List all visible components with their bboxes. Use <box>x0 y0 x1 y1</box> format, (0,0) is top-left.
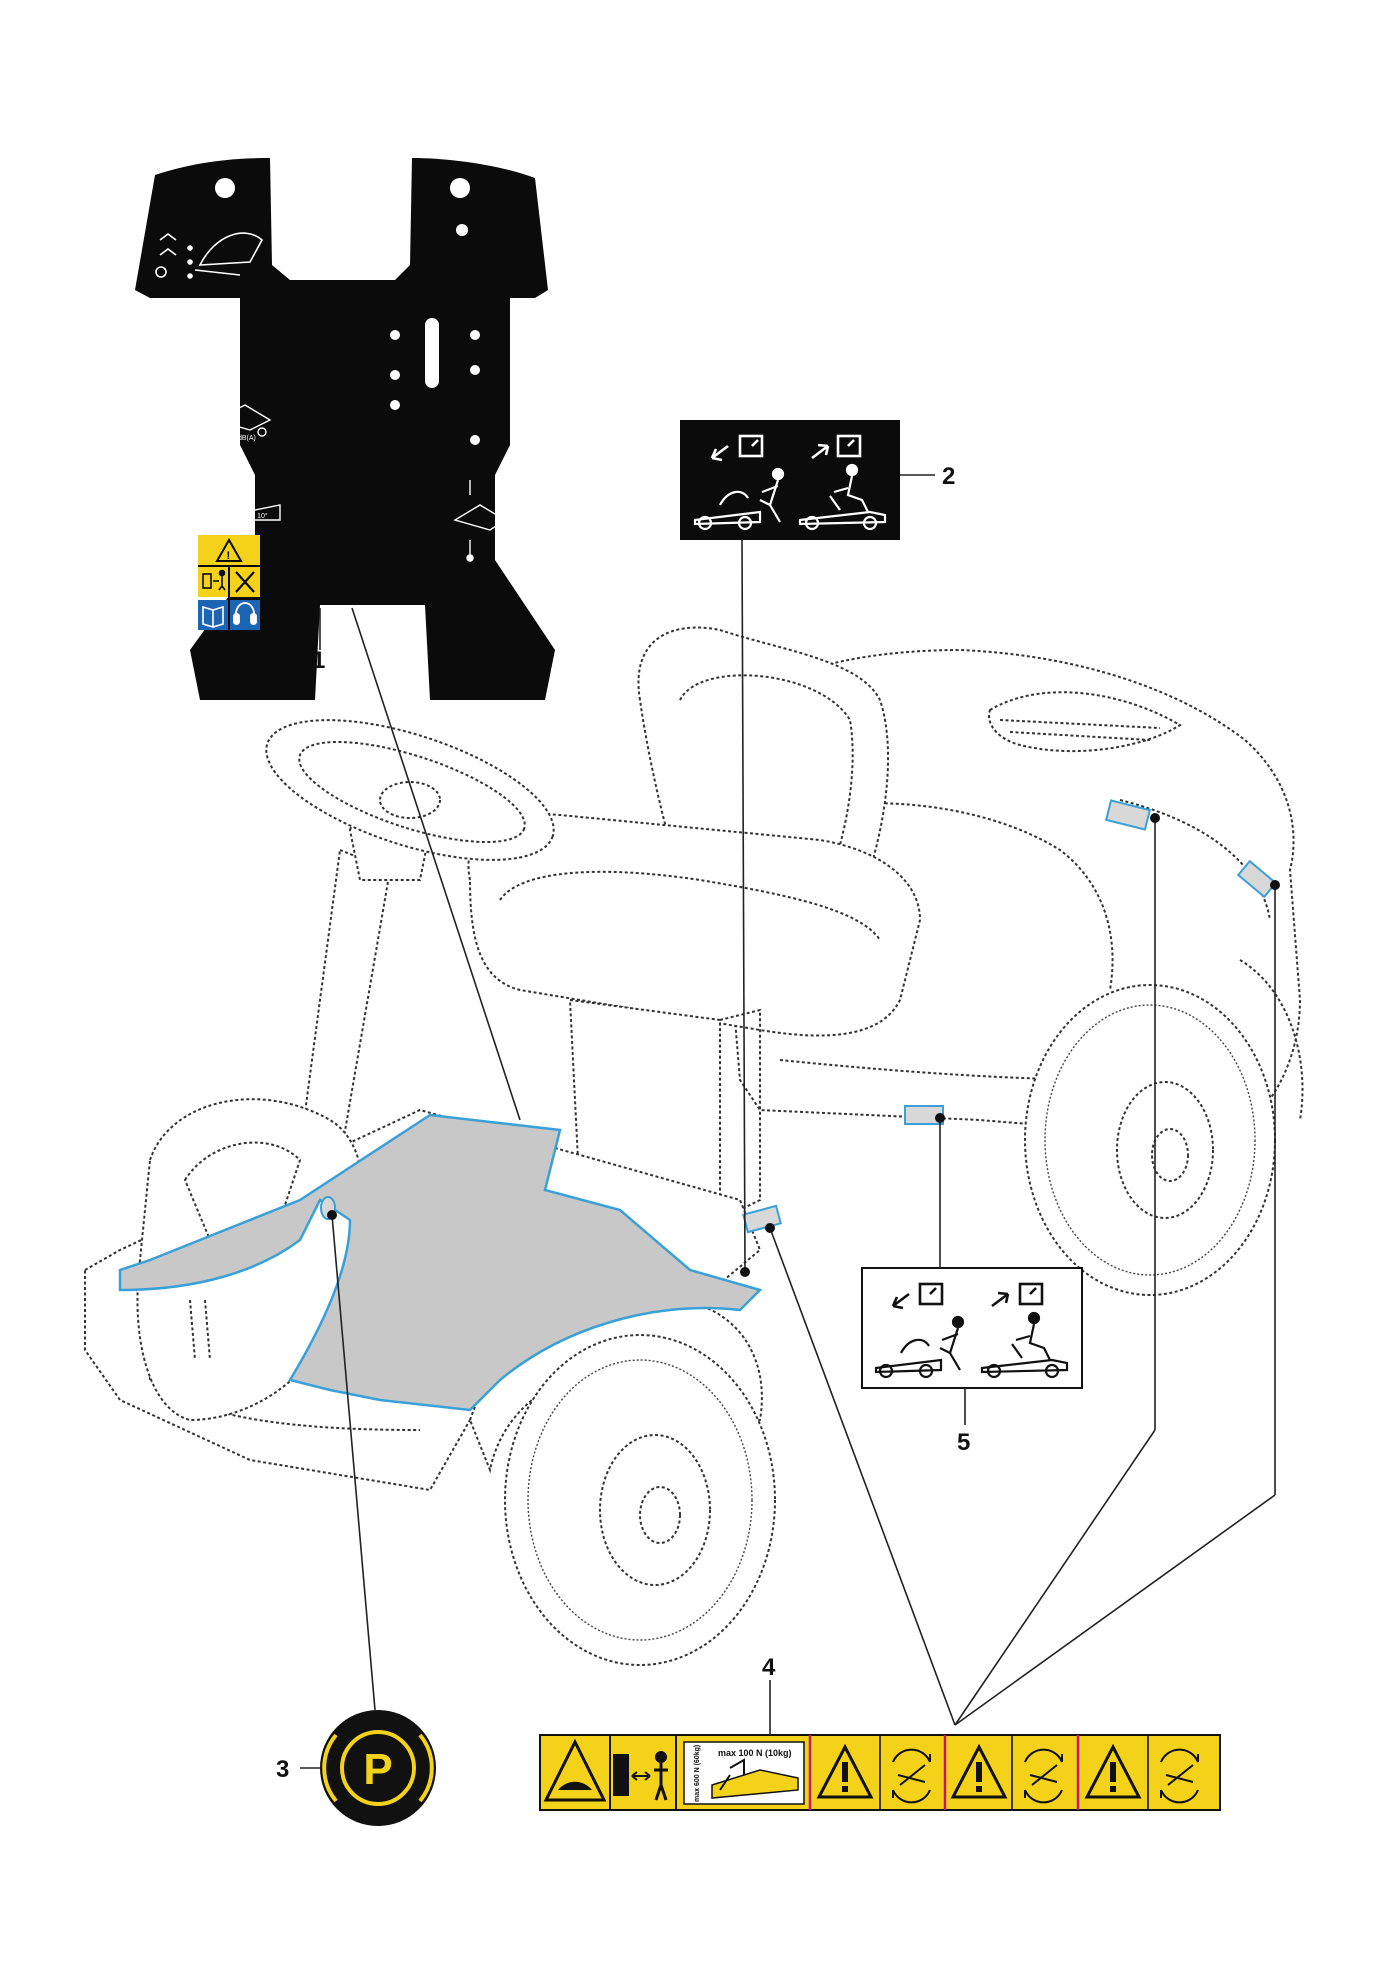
no-passengers-icon <box>235 571 255 593</box>
push-mower-icon <box>693 467 785 531</box>
mat-hole <box>390 400 400 410</box>
mat-sound-power-label-right: dB(A) <box>238 435 256 442</box>
max-load-top-label: max 100 N (10kg) <box>718 1748 792 1758</box>
reverse-drive-decal-black <box>680 420 900 540</box>
mat-hole <box>450 178 470 198</box>
decal-marker-hood-1 <box>1104 799 1152 831</box>
mat-hole <box>470 435 480 445</box>
decal-marker-fender <box>742 1204 782 1234</box>
rotating-blade-icon <box>1024 1748 1063 1804</box>
callout-3: 3 <box>276 1756 289 1783</box>
rotating-blade-icon <box>1160 1748 1199 1804</box>
mat-slot <box>425 318 439 388</box>
max-load-panel: max 100 N (10kg) max 600 N (60kg) <box>683 1741 805 1805</box>
rotating-blade-icon <box>892 1748 931 1804</box>
mat-pictogram-mower <box>194 232 264 276</box>
riding-mower-illustration <box>84 626 1304 1666</box>
warning-rotating-parts-group-3 <box>1084 1743 1199 1804</box>
reverse-direction-icon <box>891 1292 910 1310</box>
warning-triangle-icon <box>215 537 243 562</box>
floor-mat-decal: dB(A) dB(A) MAX 10° ! <box>135 158 555 700</box>
reverse-direction-icon <box>710 434 862 462</box>
manual-book-icon <box>202 605 224 628</box>
svg-text:!: ! <box>227 550 231 562</box>
decal-marker-hood-2 <box>1236 859 1278 899</box>
warning-rotating-parts-group-2 <box>950 1743 1063 1804</box>
mat-hole <box>456 224 468 236</box>
ear-protection-icon <box>233 602 257 625</box>
hand-crush-icon <box>543 1738 607 1802</box>
mat-hole <box>390 370 400 380</box>
floor-decal-area <box>118 1113 763 1412</box>
mat-max-slope-label: MAX 10° <box>240 512 268 520</box>
safe-distance-icon <box>613 1751 668 1801</box>
mat-hole <box>470 330 480 340</box>
max-load-side-label: max 600 N (60kg) <box>694 1745 701 1802</box>
mat-pictogram-slope <box>204 484 281 521</box>
parking-brake-icon <box>340 1730 416 1806</box>
warning-strip-decal: max 100 N (10kg) max 600 N (60kg) <box>539 1734 1221 1811</box>
parking-brake-decal: P <box>320 1710 436 1826</box>
mat-hole <box>215 178 235 198</box>
safe-distance-icon <box>202 569 226 591</box>
mat-pictogram-cutting-height <box>213 404 272 431</box>
ride-mower-icon <box>798 463 887 531</box>
mat-pictogram-lever <box>155 233 177 278</box>
svg-text:P: P <box>363 1745 392 1794</box>
mat-hole <box>470 365 480 375</box>
ride-mower-icon <box>980 1311 1069 1379</box>
callout-4: 4 <box>762 1654 776 1681</box>
reverse-drive-decal-white <box>861 1267 1083 1389</box>
push-mower-icon <box>874 1315 965 1379</box>
mat-sound-power-label-left: dB(A) <box>204 435 222 442</box>
mat-pictogram-pedals <box>453 504 507 531</box>
leader-lines <box>300 474 1280 1769</box>
warning-rotating-parts-group-1 <box>816 1743 931 1804</box>
mat-hole <box>390 330 400 340</box>
callout-2: 2 <box>942 463 955 490</box>
callout-5: 5 <box>957 1429 970 1456</box>
callout-1: 1 <box>312 647 325 674</box>
